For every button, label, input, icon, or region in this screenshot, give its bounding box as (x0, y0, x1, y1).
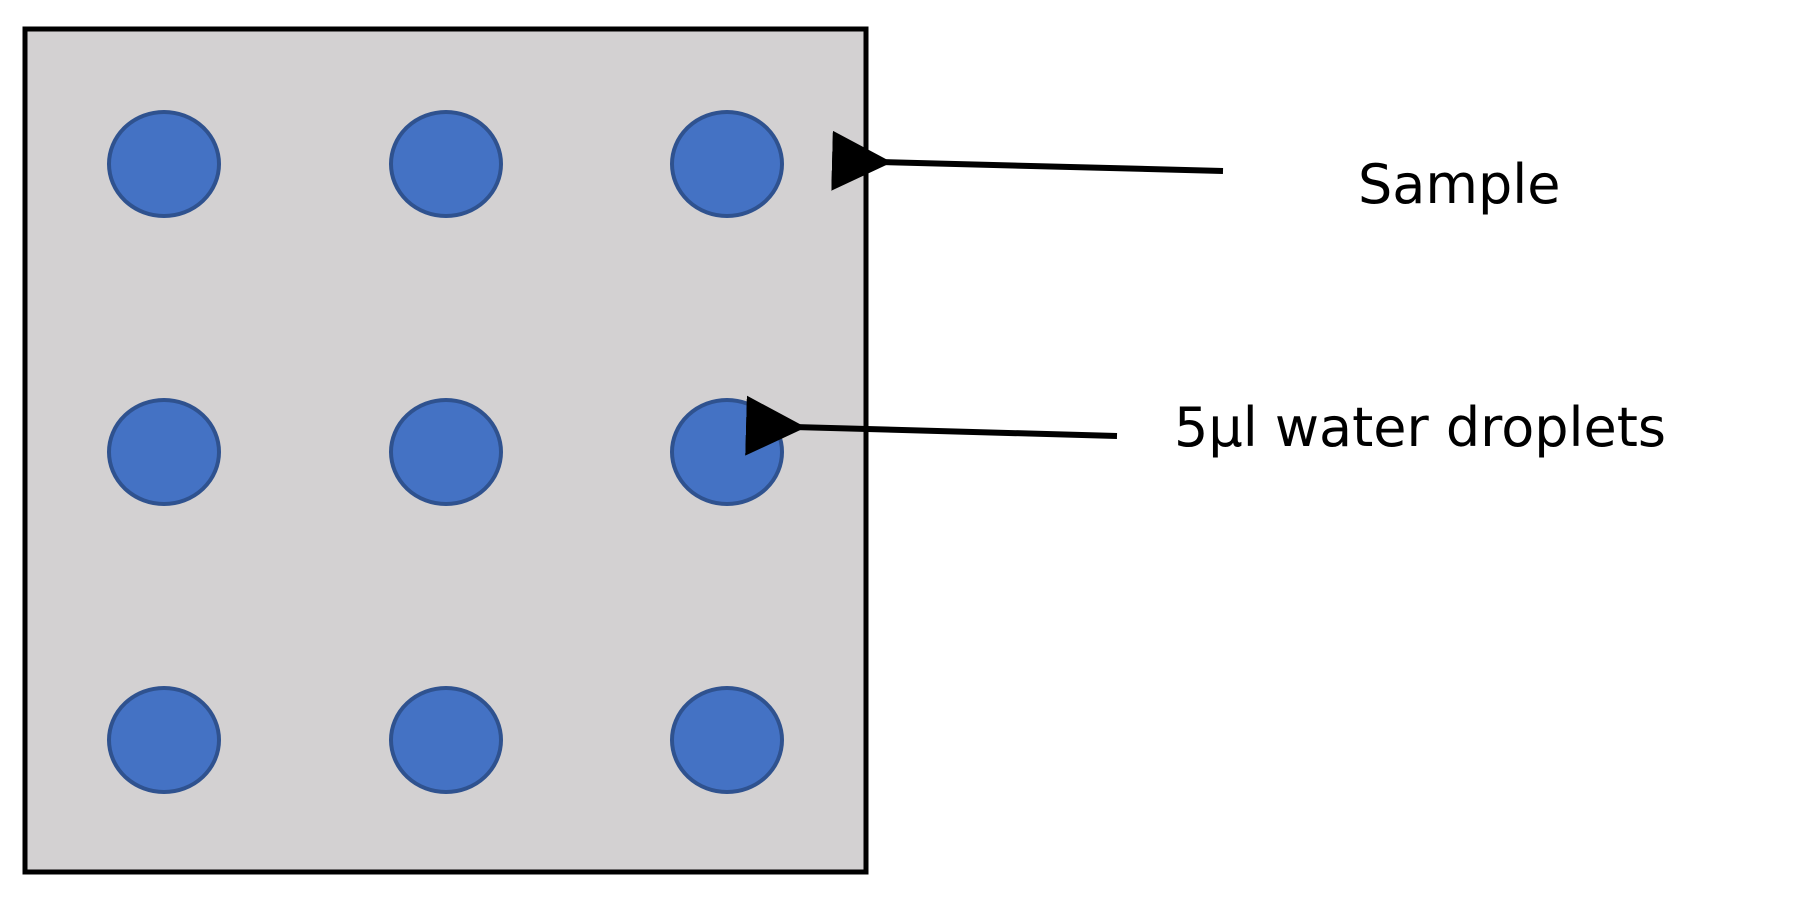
water-droplet (670, 110, 784, 218)
water-droplet (670, 686, 784, 794)
water-droplet (107, 398, 221, 506)
water-droplet (107, 686, 221, 794)
water-droplet (107, 110, 221, 218)
water-droplet (389, 398, 503, 506)
droplets-label: 5µl water droplets (1174, 396, 1666, 459)
droplet-grid (107, 110, 784, 794)
water-droplet (389, 686, 503, 794)
water-droplet (670, 398, 784, 506)
sample-arrow (831, 130, 1224, 191)
sample-label: Sample (1358, 153, 1560, 216)
water-droplet (389, 110, 503, 218)
droplet-arrow (745, 395, 1118, 456)
